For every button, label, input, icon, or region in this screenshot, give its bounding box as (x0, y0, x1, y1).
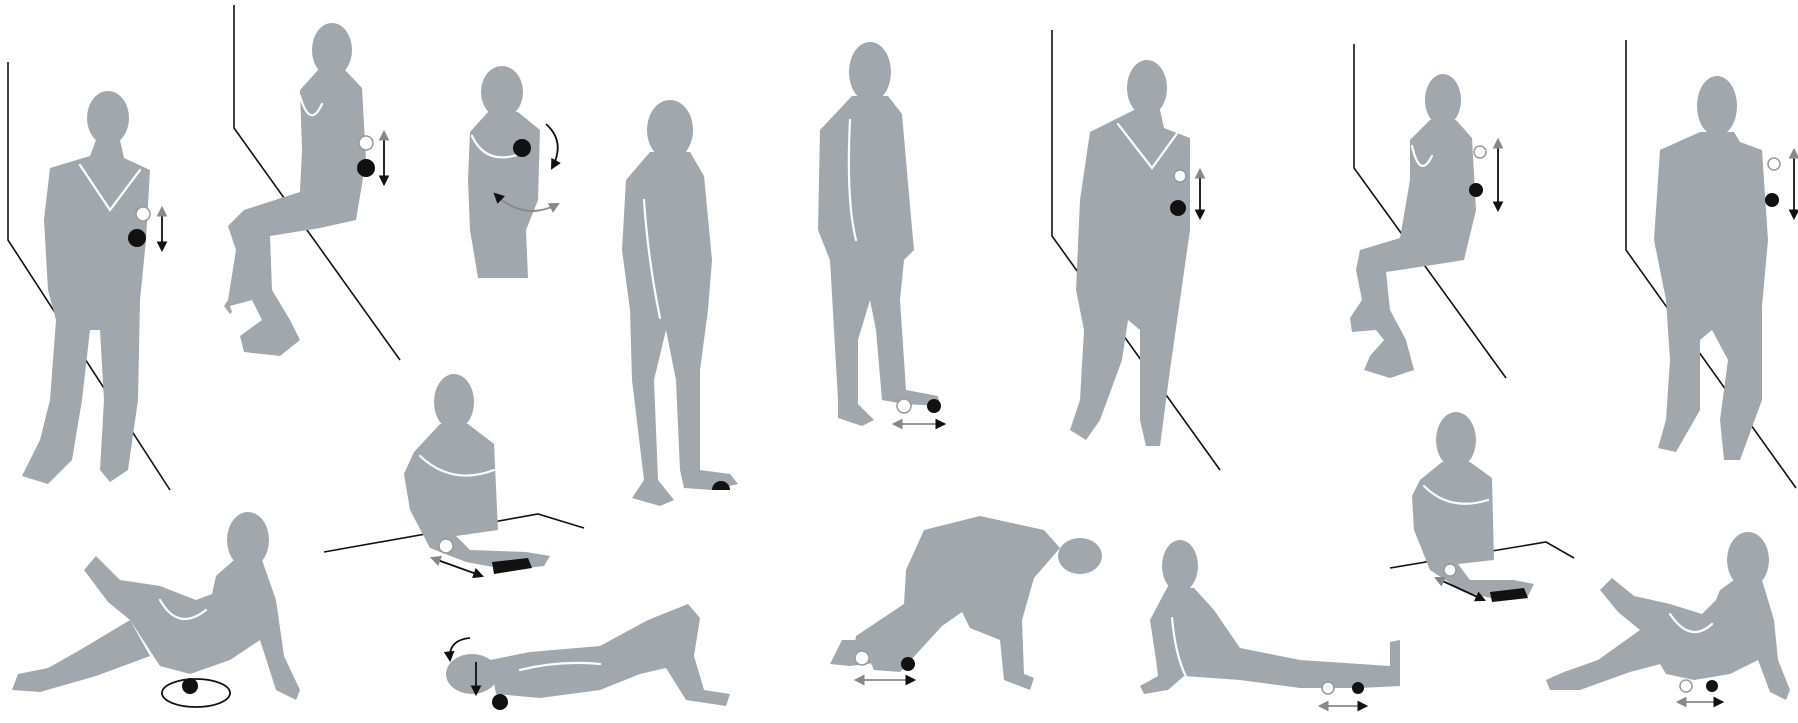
exercise-2-wall-sit (224, 5, 400, 360)
exercise-8-standing-wall-ball (1626, 40, 1796, 488)
exercise-15-floor-glute-ball (1546, 532, 1790, 702)
exercise-5-standing-foot-roller (818, 42, 944, 426)
exercise-10-forearm-roller (324, 374, 584, 576)
exercise-11-supine-neck-ball (446, 604, 730, 710)
exercise-7-wall-sit (1350, 44, 1506, 378)
exercise-14-forearm-roller (1390, 412, 1574, 602)
exercise-3-pec-ball-rotation (468, 66, 558, 278)
exercise-9-floor-glute-ball (12, 512, 300, 707)
exercise-13-seated-calf-roller (1140, 540, 1400, 706)
exercise-6-standing-wall-ball (1052, 30, 1220, 470)
exercise-4-standing-ball-foot (622, 100, 738, 506)
exercise-1-standing-wall-ball (8, 62, 170, 490)
exercise-12-kneeling-shin-roller (830, 516, 1102, 690)
